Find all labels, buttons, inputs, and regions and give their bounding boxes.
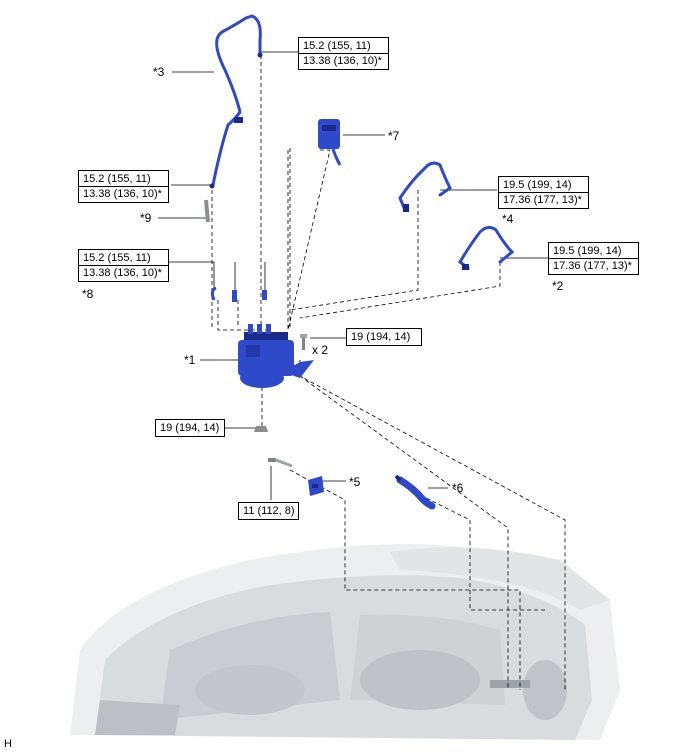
torque-box-2: 19.5 (199, 14) 17.36 (177, 13)* bbox=[548, 242, 639, 275]
torque-box-4: 19.5 (199, 14) 17.36 (177, 13)* bbox=[498, 176, 589, 209]
torque-box-9: 15.2 (155, 11) 13.38 (136, 10)* bbox=[78, 170, 169, 203]
tube-9 bbox=[204, 199, 210, 223]
torque-value: 15.2 (155, 11) bbox=[83, 252, 151, 264]
callout-2: *2 bbox=[552, 279, 564, 293]
bracket-5 bbox=[308, 476, 324, 496]
quantity-label: x 2 bbox=[312, 343, 329, 357]
tube-ends-8 bbox=[210, 286, 267, 302]
torque-value-alt: 17.36 (177, 13)* bbox=[499, 192, 588, 207]
bolt-5 bbox=[268, 458, 293, 468]
torque-box-bolt: 19 (194, 14) bbox=[346, 328, 422, 346]
torque-box-5: 11 (112, 8) bbox=[238, 502, 299, 520]
torque-value: 15.2 (155, 11) bbox=[83, 173, 151, 185]
torque-value: 15.2 (155, 11) bbox=[303, 40, 371, 52]
callout-7: *7 bbox=[388, 129, 400, 143]
diagram-id-letter: H bbox=[4, 738, 12, 750]
callout-3: *3 bbox=[153, 65, 165, 79]
hose-6 bbox=[394, 474, 436, 510]
torque-value-alt: 13.38 (136, 10)* bbox=[299, 53, 388, 68]
engine-compartment bbox=[70, 544, 620, 740]
callout-1: *1 bbox=[184, 353, 196, 367]
torque-value: 19.5 (199, 14) bbox=[503, 179, 572, 191]
torque-value-alt: 13.38 (136, 10)* bbox=[79, 265, 168, 280]
bolt-x2 bbox=[300, 334, 307, 350]
callout-9: *9 bbox=[140, 211, 152, 225]
nut bbox=[254, 426, 268, 432]
torque-box-nut: 19 (194, 14) bbox=[155, 419, 225, 437]
connector-7 bbox=[318, 119, 342, 166]
callout-4: *4 bbox=[502, 212, 514, 226]
torque-box-3: 15.2 (155, 11) 13.38 (136, 10)* bbox=[298, 37, 389, 70]
torque-value: 19 (194, 14) bbox=[351, 331, 411, 343]
torque-value: 19.5 (199, 14) bbox=[553, 245, 622, 257]
torque-value: 19 (194, 14) bbox=[160, 422, 220, 434]
callout-6: *6 bbox=[452, 481, 464, 495]
brake-tube-2 bbox=[458, 225, 515, 270]
abs-actuator-1 bbox=[238, 324, 314, 388]
torque-value-alt: 13.38 (136, 10)* bbox=[79, 186, 168, 201]
brake-tube-3 bbox=[211, 14, 262, 187]
torque-value-alt: 17.36 (177, 13)* bbox=[549, 258, 638, 273]
torque-box-8: 15.2 (155, 11) 13.38 (136, 10)* bbox=[78, 249, 169, 282]
callout-5: *5 bbox=[349, 475, 361, 489]
torque-value: 11 (112, 8) bbox=[243, 505, 295, 517]
leader-lines bbox=[158, 51, 549, 500]
brake-tube-4 bbox=[398, 161, 452, 212]
tube-3-clip bbox=[234, 117, 243, 123]
callout-8: *8 bbox=[82, 287, 94, 301]
